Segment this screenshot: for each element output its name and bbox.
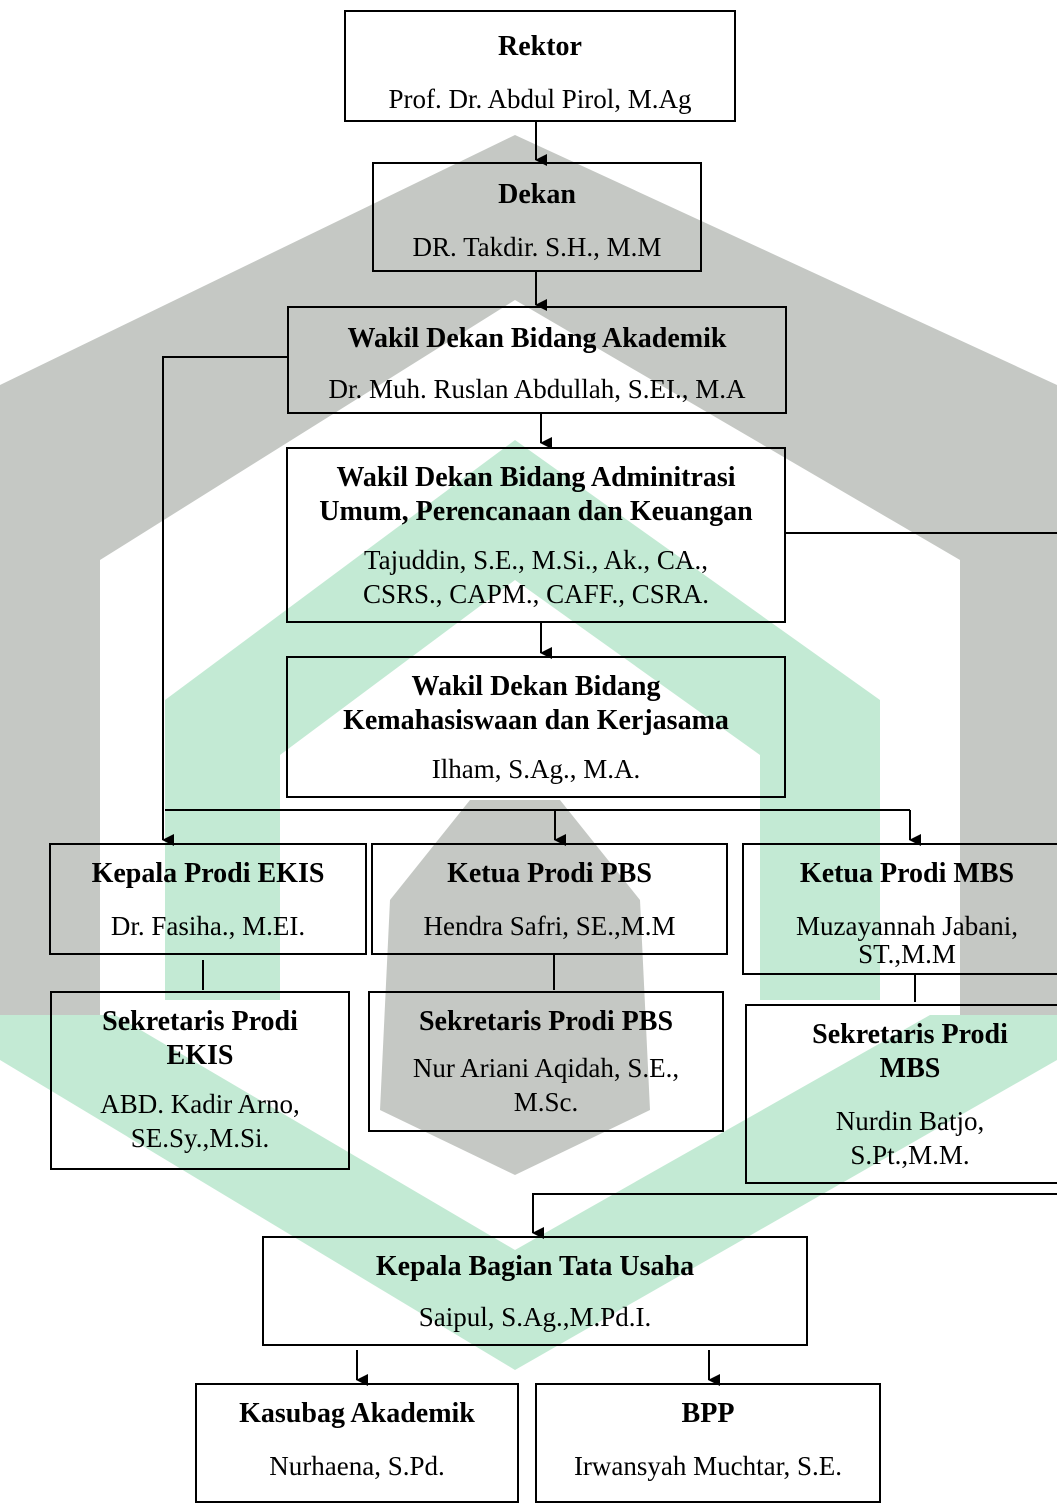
dekan-name: DR. Takdir. S.H., M.M — [412, 232, 662, 262]
sekretaris-mbs-title-2: MBS — [879, 1053, 941, 1084]
wd-kemahasiswaan-box: Wakil Dekan Bidang Kemahasiswaan dan Ker… — [286, 656, 786, 798]
sekretaris-mbs-name-2: S.Pt.,M.M. — [850, 1140, 970, 1170]
sekretaris-ekis-title-2: EKIS — [166, 1040, 234, 1071]
line-right-to-kabag — [532, 1193, 1057, 1239]
wd-administrasi-name-1: Tajuddin, S.E., M.Si., Ak., CA., — [364, 545, 708, 575]
bpp-title: BPP — [681, 1398, 735, 1429]
dekan-box: Dekan DR. Takdir. S.H., M.M — [372, 162, 702, 272]
watermark-gray-frame — [0, 135, 1057, 1015]
sekretaris-ekis-name-2: SE.Sy.,M.Si. — [130, 1123, 270, 1153]
wd-kemahasiswaan-name: Ilham, S.Ag., M.A. — [431, 754, 641, 784]
wd-administrasi-title-2: Umum, Perencanaan dan Keuangan — [319, 496, 753, 527]
wd-administrasi-title-1: Wakil Dekan Bidang Adminitrasi — [336, 462, 736, 493]
kasubag-akademik-box: Kasubag Akademik Nurhaena, S.Pd. — [195, 1383, 519, 1503]
sekretaris-pbs-title: Sekretaris Prodi PBS — [418, 1006, 674, 1037]
sekretaris-ekis-title-1: Sekretaris Prodi — [102, 1006, 298, 1037]
watermark-gray-pillar — [380, 800, 650, 1175]
sekretaris-ekis-box: Sekretaris Prodi EKIS ABD. Kadir Arno, S… — [50, 991, 350, 1170]
sekretaris-ekis-name-1: ABD. Kadir Arno, — [100, 1089, 300, 1119]
bpp-name: Irwansyah Muchtar, S.E. — [573, 1451, 843, 1481]
kabag-tu-box: Kepala Bagian Tata Usaha Saipul, S.Ag.,M… — [262, 1236, 808, 1346]
prodi-ekis-name: Dr. Fasiha., M.EI. — [110, 911, 306, 941]
kasubag-akademik-name: Nurhaena, S.Pd. — [269, 1451, 445, 1481]
wd-kemahasiswaan-title-2: Kemahasiswaan dan Kerjasama — [343, 705, 729, 736]
sekretaris-mbs-box: Sekretaris Prodi MBS Nurdin Batjo, S.Pt.… — [745, 1004, 1057, 1184]
wd-administrasi-name-2: CSRS., CAPM., CAFF., CSRA. — [363, 579, 709, 609]
prodi-pbs-name: Hendra Safri, SE.,M.M — [423, 911, 676, 941]
wd-administrasi-box: Wakil Dekan Bidang Adminitrasi Umum, Per… — [286, 447, 786, 623]
line-wd1-to-ekis — [162, 356, 288, 846]
sekretaris-pbs-box: Sekretaris Prodi PBS Nur Ariani Aqidah, … — [368, 991, 724, 1132]
bpp-box: BPP Irwansyah Muchtar, S.E. — [535, 1383, 881, 1503]
wd-kemahasiswaan-title-1: Wakil Dekan Bidang — [411, 671, 661, 702]
rektor-title: Rektor — [498, 31, 582, 62]
prodi-mbs-name-2: ST.,M.M — [858, 939, 956, 969]
prodi-pbs-box: Ketua Prodi PBS Hendra Safri, SE.,M.M — [371, 843, 728, 955]
prodi-ekis-title: Kepala Prodi EKIS — [91, 858, 325, 889]
prodi-mbs-name-1: Muzayannah Jabani, — [796, 911, 1018, 941]
wd-akademik-name: Dr. Muh. Ruslan Abdullah, S.EI., M.A — [328, 374, 746, 404]
prodi-ekis-box: Kepala Prodi EKIS Dr. Fasiha., M.EI. — [49, 843, 367, 955]
wd-akademik-title: Wakil Dekan Bidang Akademik — [347, 323, 727, 354]
rektor-name: Prof. Dr. Abdul Pirol, M.Ag — [388, 84, 692, 114]
watermark-green-arch — [165, 440, 880, 1000]
sekretaris-pbs-name-2: M.Sc. — [513, 1087, 579, 1117]
wd-akademik-box: Wakil Dekan Bidang Akademik Dr. Muh. Rus… — [287, 306, 787, 414]
sekretaris-pbs-name-1: Nur Ariani Aqidah, S.E., — [412, 1053, 680, 1083]
prodi-mbs-box: Ketua Prodi MBS Muzayannah Jabani, ST.,M… — [742, 843, 1057, 975]
kasubag-akademik-title: Kasubag Akademik — [239, 1398, 475, 1429]
prodi-pbs-title: Ketua Prodi PBS — [447, 858, 652, 889]
watermark-green-chevron — [0, 1015, 1057, 1370]
kabag-tu-name: Saipul, S.Ag.,M.Pd.I. — [418, 1302, 652, 1332]
kabag-tu-title: Kepala Bagian Tata Usaha — [375, 1251, 695, 1282]
dekan-title: Dekan — [498, 179, 576, 210]
rektor-box: Rektor Prof. Dr. Abdul Pirol, M.Ag — [344, 10, 736, 122]
sekretaris-mbs-title-1: Sekretaris Prodi — [812, 1019, 1008, 1050]
sekretaris-mbs-name-1: Nurdin Batjo, — [835, 1106, 985, 1136]
prodi-mbs-title: Ketua Prodi MBS — [799, 858, 1015, 889]
